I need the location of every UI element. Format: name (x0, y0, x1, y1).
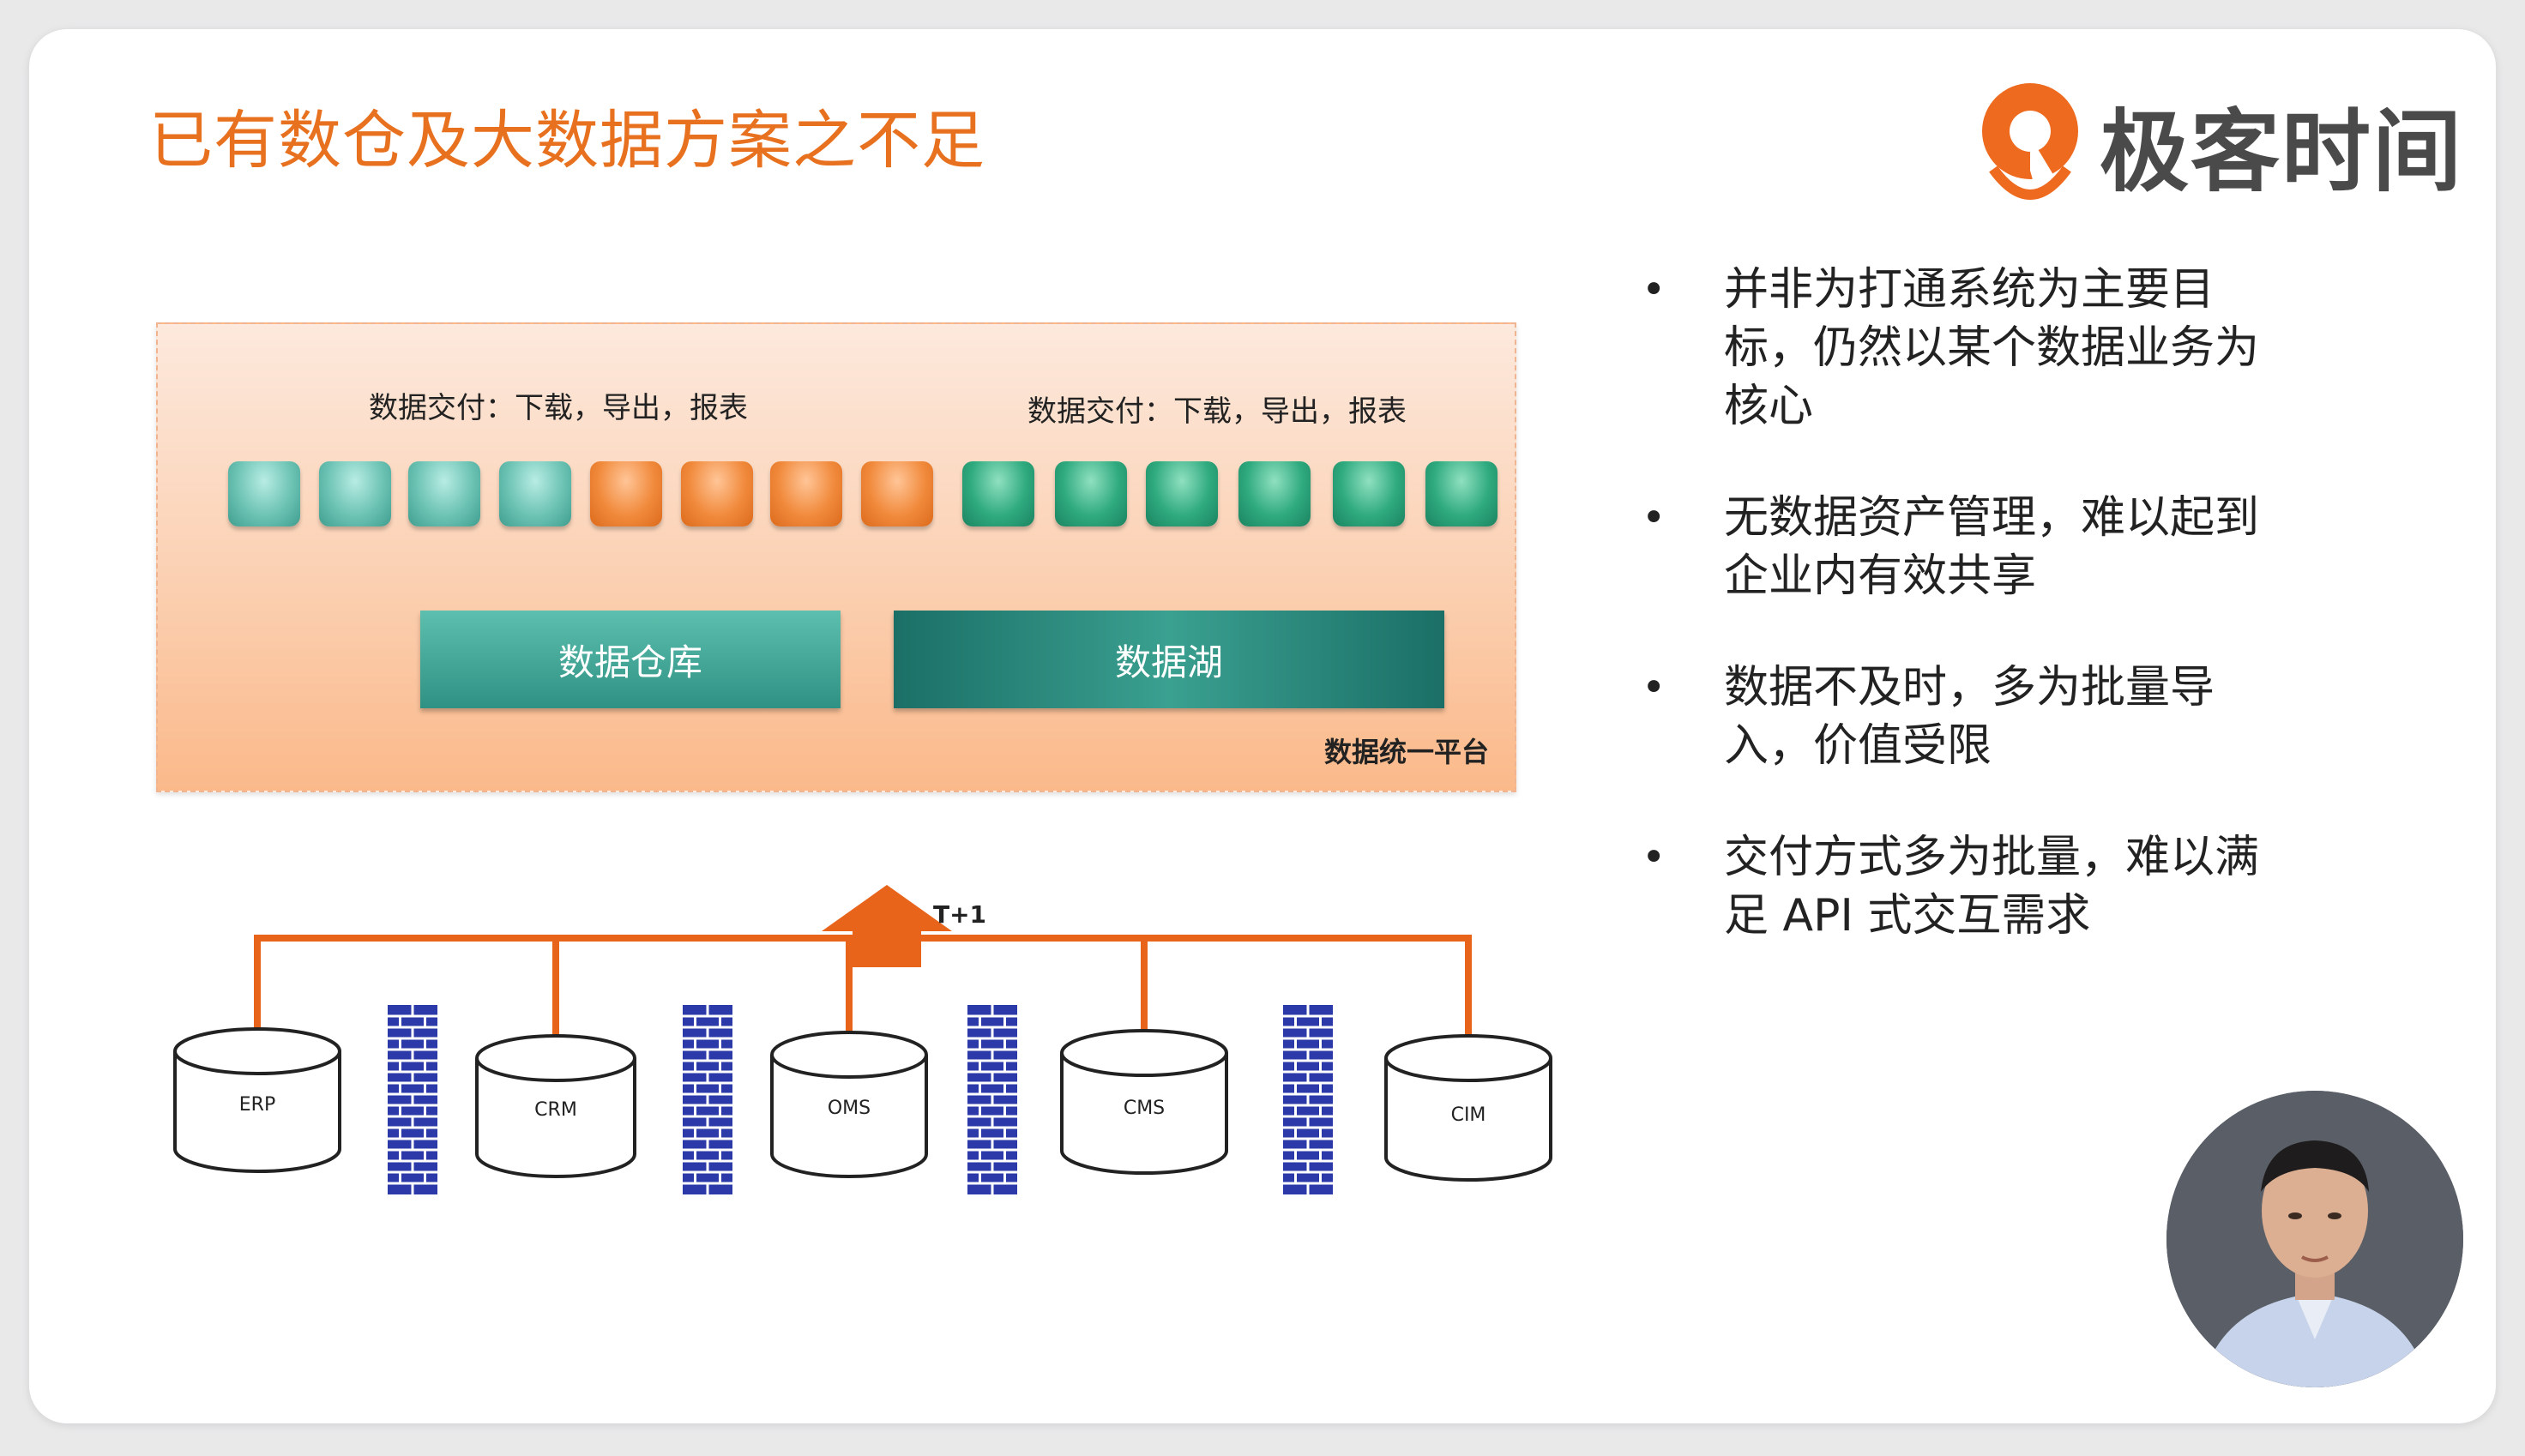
data-tile-green (1146, 461, 1218, 526)
database-cylinder-icon (173, 1027, 341, 1173)
data-tile-green (1238, 461, 1311, 526)
data-tile-teal (499, 461, 571, 526)
unified-data-platform: 数据交付：下载，导出，报表 数据交付：下载，导出，报表 数据仓库 数据湖 数据统… (156, 322, 1516, 792)
platform-label: 数据统一平台 (1323, 736, 1489, 768)
bullet-dot: • (1642, 664, 1666, 712)
data-tile-green (1333, 461, 1405, 526)
bullet-dot: • (1642, 833, 1666, 881)
bullet-dot: • (1642, 494, 1666, 542)
bullet-text: 无数据资产管理，难以起到企业内有效共享 (1724, 492, 2260, 602)
data-tile-green (1055, 461, 1127, 526)
data-tile-orange (681, 461, 753, 526)
firewall-brick-icon (683, 1005, 732, 1194)
bullet-list: • 并非为打通系统为主要目标，仍然以某个数据业务为核心 • 无数据资产管理，难以… (1642, 261, 2276, 998)
data-tile-teal (319, 461, 391, 526)
delivery-label-right: 数据交付：下载，导出，报表 (1027, 394, 1407, 429)
bullet-item: • 无数据资产管理，难以起到企业内有效共享 (1642, 489, 2276, 605)
geek-time-logo-icon (1981, 83, 2078, 203)
up-arrow-icon (822, 885, 952, 967)
slide: 已有数仓及大数据方案之不足 极客时间 数据交付：下载，导出，报表 数据交付：下载… (29, 29, 2496, 1423)
database-label-cim: CIM (1450, 1104, 1486, 1126)
bullet-item: • 数据不及时，多为批量导入，价值受限 (1642, 659, 2276, 775)
brand-logo: 极客时间 (1980, 70, 2463, 216)
source-systems-diagram (173, 885, 1552, 1194)
data-tile-orange (770, 461, 842, 526)
slide-title: 已有数仓及大数据方案之不足 (149, 104, 985, 177)
firewall-brick-icon (1283, 1005, 1333, 1194)
data-lake-block: 数据湖 (894, 611, 1444, 708)
data-tile-orange (590, 461, 662, 526)
database-label-crm: CRM (534, 1099, 577, 1121)
arrow-label: T+1 (933, 900, 987, 929)
brand-logo-text: 极客时间 (2099, 99, 2463, 204)
database-label-cms: CMS (1123, 1098, 1166, 1119)
bullet-item: • 交付方式多为批量，难以满足 API 式交互需求 (1642, 828, 2276, 945)
delivery-label-left: 数据交付：下载，导出，报表 (369, 391, 748, 425)
bullet-text: 数据不及时，多为批量导入，价值受限 (1724, 662, 2215, 772)
bullet-item: • 并非为打通系统为主要目标，仍然以某个数据业务为核心 (1642, 261, 2276, 436)
data-tile-green (1425, 461, 1498, 526)
data-warehouse-block: 数据仓库 (420, 611, 841, 708)
data-tile-green (962, 461, 1034, 526)
data-tile-teal (228, 461, 300, 526)
database-cylinder-icon (1384, 1034, 1552, 1182)
data-tile-teal (408, 461, 480, 526)
database-cylinder-icon (475, 1034, 636, 1178)
firewall-brick-icon (967, 1005, 1017, 1194)
database-cylinder-icon (1060, 1029, 1228, 1175)
bullet-dot: • (1642, 266, 1666, 314)
database-cylinder-icon (770, 1031, 928, 1178)
bullet-text: 交付方式多为批量，难以满足 API 式交互需求 (1724, 832, 2260, 942)
data-tile-orange (861, 461, 933, 526)
presenter-avatar-icon (2166, 1091, 2463, 1387)
firewall-brick-icon (388, 1005, 437, 1194)
database-label-oms: OMS (827, 1098, 871, 1119)
presenter-video (2166, 1091, 2463, 1387)
bullet-text: 并非为打通系统为主要目标，仍然以某个数据业务为核心 (1724, 264, 2260, 432)
database-label-erp: ERP (238, 1094, 276, 1116)
